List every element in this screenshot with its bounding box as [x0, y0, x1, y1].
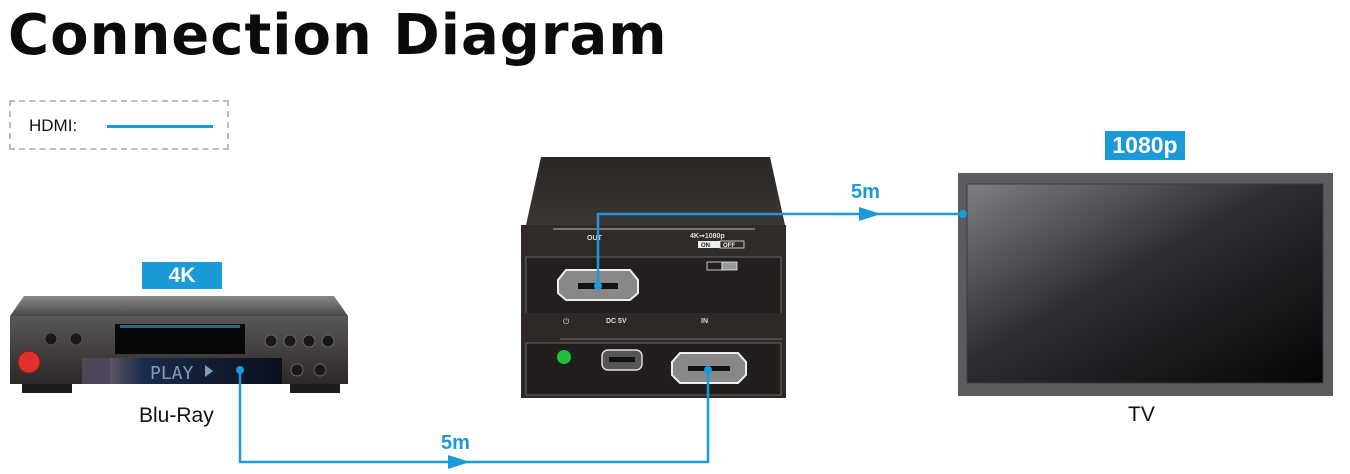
power-led-icon [557, 350, 571, 364]
converter-input-side: ⏻ DC 5V IN [521, 313, 786, 398]
play-icon [205, 365, 213, 377]
legend-label: HDMI: [29, 116, 78, 135]
source-device-label: Blu-Ray [139, 404, 214, 427]
legend-hdmi-line [107, 125, 213, 128]
arrow-icon [448, 455, 470, 469]
legend: HDMI: [9, 100, 229, 150]
arrow-icon [859, 207, 881, 221]
switch-label: 4K➞1080p [690, 233, 725, 240]
power-button-icon [17, 350, 41, 374]
source-resolution-badge: 4K [142, 262, 222, 289]
connection-point [236, 366, 244, 374]
converter-output-side: OUT 4K➞1080p ON OFF [521, 157, 786, 316]
lcd-play-text: PLAY [150, 363, 194, 384]
power-led-label: ⏻ [563, 317, 570, 326]
switch-on-label: ON [701, 243, 710, 249]
connection-point [959, 210, 967, 218]
button-icon [69, 332, 83, 346]
bluray-player: PLAY [10, 296, 348, 393]
scaler-switch[interactable] [706, 261, 738, 271]
cable-length-bottom: 5m [441, 432, 470, 454]
hdmi-cable-converter-to-tv [596, 212, 963, 286]
dc-label: DC 5V [606, 318, 627, 325]
in-label: IN [701, 318, 708, 325]
out-label: OUT [587, 235, 603, 242]
display-resolution-badge: 1080p [1105, 131, 1185, 160]
button-icon [44, 332, 58, 346]
cable-length-top: 5m [851, 181, 880, 203]
connection-point [594, 282, 602, 290]
connection-point [704, 366, 712, 374]
tv [958, 173, 1333, 396]
hdmi-cable-source-to-converter [238, 370, 710, 464]
page-title: Connection Diagram [8, 3, 668, 68]
switch-off-label: OFF [723, 243, 735, 249]
display-device-label: TV [1128, 403, 1155, 426]
